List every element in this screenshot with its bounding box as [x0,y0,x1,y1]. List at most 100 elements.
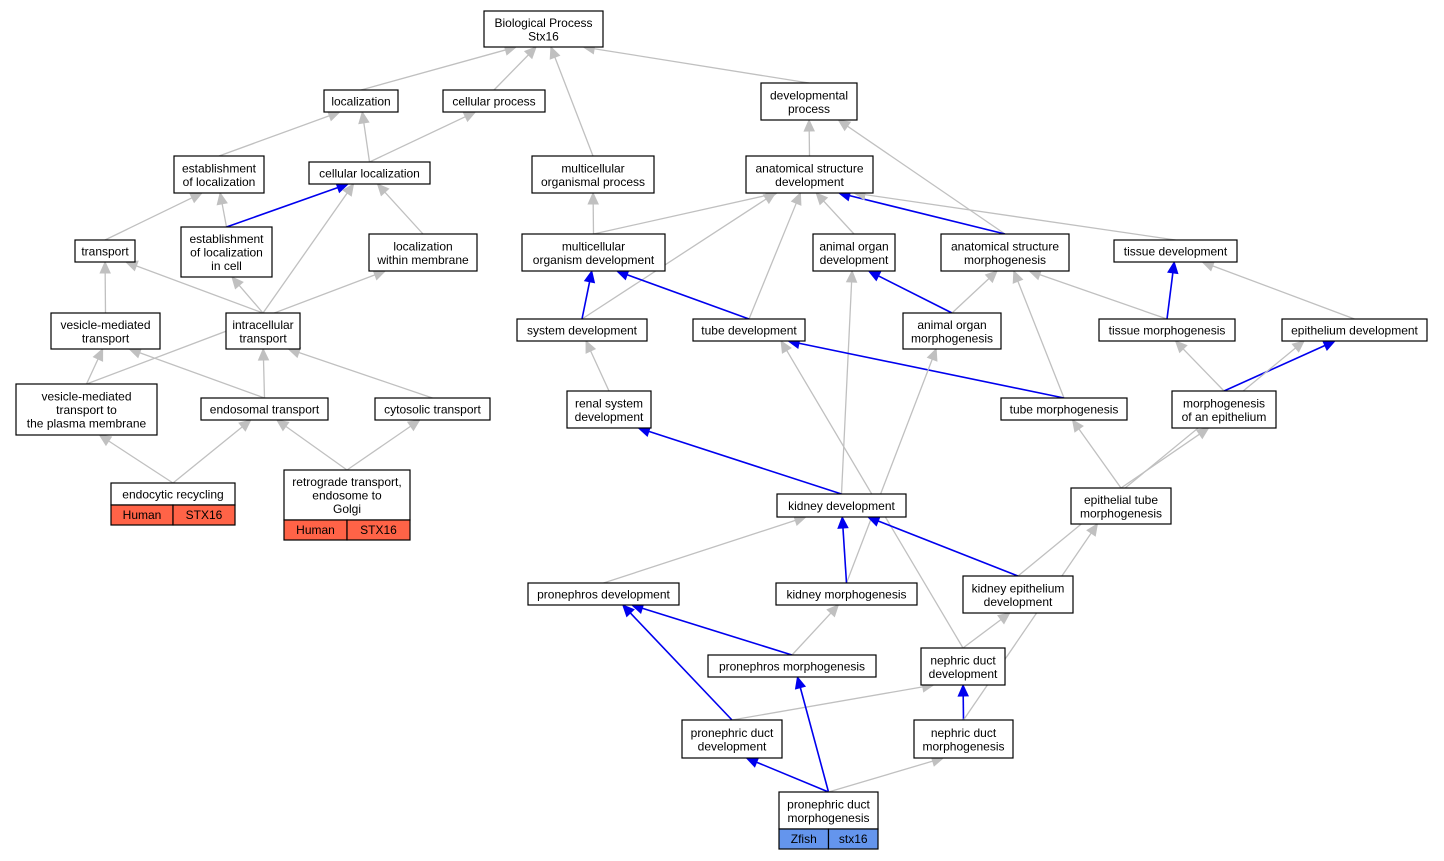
term-label: development [984,595,1053,609]
edge-part-of [957,683,969,721]
edge-is-a [587,191,599,235]
term-label: pronephros development [537,588,670,602]
term-label: in cell [211,259,242,273]
term-box [1281,318,1428,342]
edge-part-of [637,426,842,495]
term-node-retrograde-transport[interactable]: retrograde transport,endosome toGolgiHum… [283,469,411,541]
term-box [778,791,879,830]
term-label: development [698,739,767,753]
edge-is-a [549,45,594,157]
term-box [368,233,478,272]
edge-is-a [257,347,270,399]
edge-part-of [615,269,750,320]
term-label: endocytic recycling [122,488,223,502]
edge-is-a [840,269,858,495]
species-label: Zfish [791,832,817,846]
term-label: pronephric duct [691,726,774,740]
term-node-transport[interactable]: transport [74,239,136,263]
term-node-localization[interactable]: localization [323,89,399,113]
term-box [940,233,1070,272]
gene-label: STX16 [360,523,397,537]
term-node-epithelium-development[interactable]: epithelium development [1281,318,1428,342]
edge-is-a [231,276,264,314]
term-label: developmental [770,88,848,102]
term-label: animal organ [917,318,986,332]
edge-is-a [1120,427,1210,489]
term-node-kidney-development[interactable]: kidney development [776,493,907,518]
term-node-tube-development[interactable]: tube development [692,318,806,342]
term-box [200,397,329,421]
term-label: transport to [56,403,117,417]
term-label: cellular localization [319,167,420,181]
term-label: vesicle-mediated [60,318,150,332]
gene-cell [346,519,411,541]
term-box [1098,318,1236,342]
term-box [516,318,648,342]
term-label: cytosolic transport [384,403,481,417]
term-node-tube-morphogenesis[interactable]: tube morphogenesis [1000,397,1128,421]
term-box [527,582,680,606]
term-node-endosomal-transport[interactable]: endosomal transport [200,397,329,421]
term-box [15,383,158,436]
term-box [1070,487,1172,525]
term-box [173,155,265,194]
term-label: morphogenesis [1183,396,1265,410]
edge-is-a [218,110,341,157]
term-label: Stx16 [528,29,559,43]
term-box [812,233,896,272]
term-label: endosome to [312,489,382,503]
term-box [760,82,858,121]
term-box [1000,397,1128,421]
term-node-pronephros-morphogenesis[interactable]: pronephros morphogenesis [707,654,877,678]
edge-is-a [358,110,371,163]
term-label: cellular process [452,95,535,109]
term-box [902,312,1002,350]
term-node-cellular-localization[interactable]: cellular localization [308,161,431,185]
term-label: kidney morphogenesis [786,588,906,602]
term-label: kidney epithelium [972,581,1065,595]
term-node-tissue-morphogenesis[interactable]: tissue morphogenesis [1098,318,1236,342]
term-node-pronephros-development[interactable]: pronephros development [527,582,680,606]
term-label: transport [81,245,129,259]
term-node-cellular-process[interactable]: cellular process [442,89,546,113]
term-node-system-development[interactable]: system development [516,318,648,342]
term-label: transport [239,331,287,345]
term-node-kidney-morphogenesis[interactable]: kidney morphogenesis [775,582,918,606]
edge-is-a [582,43,810,84]
edge-is-a [837,119,1006,235]
edge-is-a [951,270,998,314]
edge-is-a [852,188,1176,241]
term-label: of localization [183,175,256,189]
term-label: morphogenesis [787,811,869,825]
term-label: localization [393,239,452,253]
term-label: development [820,253,889,267]
term-node-cytosolic-transport[interactable]: cytosolic transport [374,397,491,421]
term-node-tissue-development[interactable]: tissue development [1113,239,1238,263]
term-label: development [775,175,844,189]
